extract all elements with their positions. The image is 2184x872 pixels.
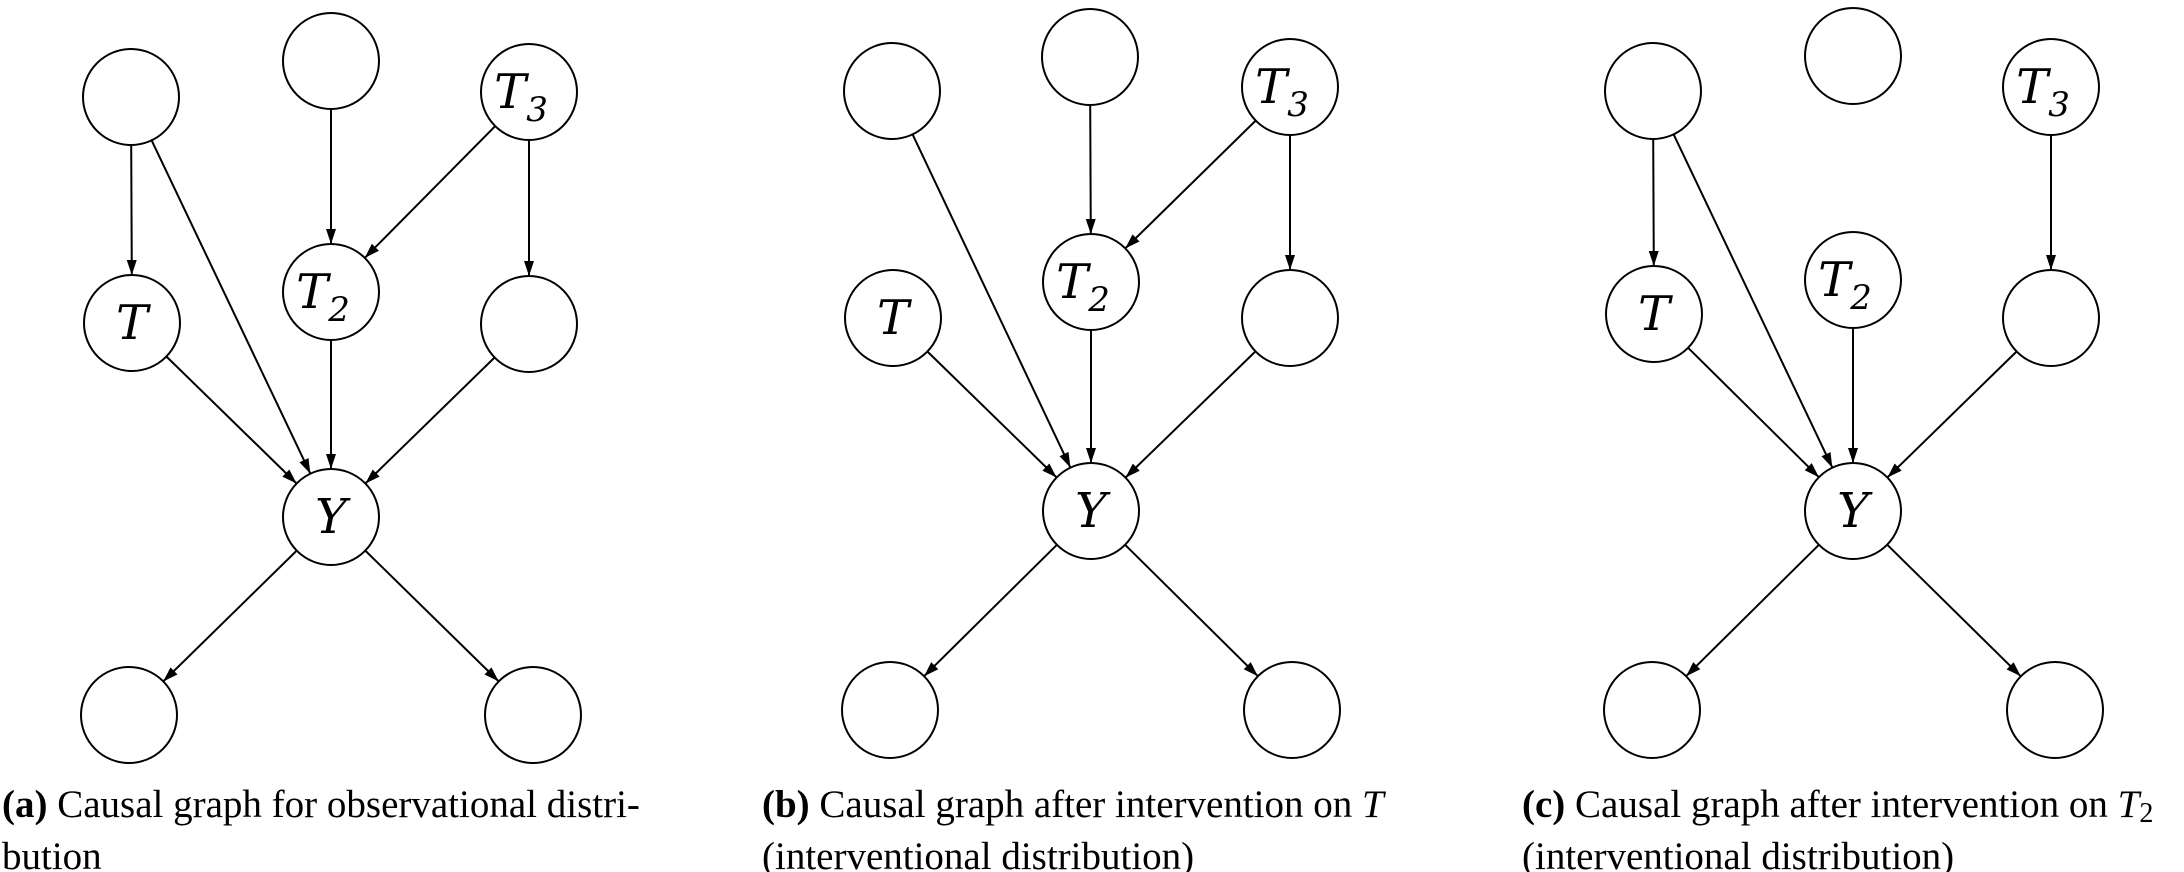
node-unlabeled-c4-panel-a [80, 666, 178, 764]
node-t2-panel-b [1042, 233, 1140, 331]
node-y-panel-a-label: Y [315, 489, 351, 545]
caption-a: (a) Causal graph for observational distr… [2, 783, 702, 872]
caption-a-line2: bution [2, 835, 102, 872]
node-t-panel-b-label: T [877, 290, 912, 346]
caption-c-line2: (interventional distribution) [1522, 835, 1955, 872]
node-unlabeled-c2-panel-a [282, 12, 380, 110]
caption-c-line1: (c) Causal graph after intervention on T… [1522, 783, 2184, 835]
node-unlabeled-c4-panel-c [1603, 661, 1701, 759]
edge-t-to-y-panel-c [1687, 347, 1820, 478]
edge-t-to-y-panel-a [165, 355, 298, 485]
node-unlabeled-c5-panel-b [1243, 661, 1341, 759]
caption-b-math: T [1362, 783, 1384, 826]
edge-c3-to-y-panel-a [364, 356, 496, 485]
node-t2-panel-c [1804, 231, 1902, 329]
caption-c-math: T [2117, 783, 2140, 826]
edge-y-to-c4-panel-a [162, 549, 298, 683]
node-t-panel-a-label: T [116, 295, 151, 351]
node-t2-panel-b-label: T2 [1056, 254, 1110, 320]
node-y-panel-b-label: Y [1075, 483, 1111, 539]
edge-t3-to-t2-panel-a [364, 125, 496, 259]
node-t-panel-a [83, 274, 181, 372]
node-t3-panel-a [480, 43, 578, 141]
node-y-panel-b [1042, 462, 1140, 560]
caption-c-text: Causal graph after intervention on [1565, 783, 2118, 826]
node-t-panel-c [1605, 265, 1703, 363]
caption-a-label: (a) [2, 783, 48, 826]
node-t2-panel-a-label: T2 [296, 264, 350, 330]
node-unlabeled-c5-panel-a [484, 666, 582, 764]
node-t2-panel-a [282, 243, 380, 341]
node-unlabeled-c1-panel-c [1604, 42, 1702, 140]
edge-c1-to-y-panel-a [150, 139, 312, 475]
edge-c3-to-y-panel-c [1886, 350, 2018, 479]
edge-c2-to-t2-panel-b [1085, 104, 1096, 235]
caption-b-line2: (interventional distribution) [762, 835, 1195, 872]
edge-c1-to-y-panel-b [911, 133, 1072, 469]
edge-y-to-c5-panel-a [364, 549, 500, 683]
edge-c3-to-y-panel-b [1124, 350, 1257, 479]
caption-b-label: (b) [762, 783, 810, 826]
node-unlabeled-c3-panel-a [480, 275, 578, 373]
caption-c-label: (c) [1522, 783, 1566, 826]
caption-c: (c) Causal graph after intervention on T… [1522, 783, 2184, 872]
node-t3-panel-b [1241, 38, 1339, 136]
node-y-panel-c-label: Y [1837, 483, 1873, 539]
caption-a-line1: (a) Causal graph for observational distr… [2, 783, 702, 835]
edge-c1-to-t-panel-a [126, 144, 137, 276]
edge-y-to-c5-panel-b [1124, 544, 1259, 677]
caption-b-text: Causal graph after intervention on [809, 783, 1362, 826]
edge-c1-to-t-panel-c [1648, 138, 1659, 267]
caption-b-line1: (b) Causal graph after intervention on T [762, 783, 1462, 835]
node-unlabeled-c1-panel-a [82, 48, 180, 146]
node-t3-panel-c [2002, 38, 2100, 136]
node-unlabeled-c3-panel-b [1241, 269, 1339, 367]
caption-c-math-sub: 2 [2139, 798, 2154, 830]
node-unlabeled-c4-panel-b [841, 661, 939, 759]
node-unlabeled-c1-panel-b [843, 42, 941, 140]
node-t-panel-c-label: T [1638, 286, 1673, 342]
caption-b: (b) Causal graph after intervention on T… [762, 783, 1462, 872]
node-y-panel-a [282, 468, 380, 566]
edge-y-to-c4-panel-b [923, 544, 1058, 677]
edge-c1-to-y-panel-c [1672, 133, 1834, 469]
node-unlabeled-c5-panel-c [2006, 661, 2104, 759]
edge-t-to-y-panel-b [926, 350, 1058, 479]
node-unlabeled-c2-panel-b [1041, 8, 1139, 106]
node-y-panel-c [1804, 462, 1902, 560]
edge-y-to-c5-panel-c [1886, 543, 2022, 678]
caption-a-text: Causal graph for observational distri- [47, 783, 640, 826]
node-t-panel-b [844, 269, 942, 367]
node-unlabeled-c2-panel-c [1804, 7, 1902, 105]
edge-t3-to-t2-panel-b [1124, 119, 1257, 250]
edge-y-to-c4-panel-c [1685, 544, 1820, 677]
node-unlabeled-c3-panel-c [2002, 269, 2100, 367]
node-t3-panel-c-label: T3 [2016, 59, 2070, 125]
